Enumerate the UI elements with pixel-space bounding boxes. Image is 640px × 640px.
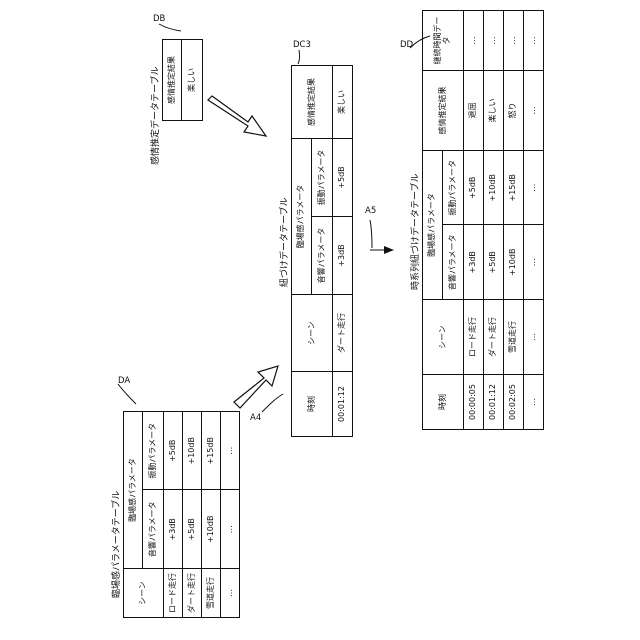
db-leader-line (159, 24, 181, 31)
a4-leader-line (262, 394, 283, 412)
arrow-da-to-dc3 (234, 366, 278, 408)
dd-leader-line (410, 36, 430, 48)
a5-label: A5 (365, 206, 376, 216)
arrow-a5-head (384, 246, 394, 254)
a4-label: A4 (250, 413, 261, 423)
da-leader-line (118, 384, 136, 404)
arrow-db-to-dc3 (208, 96, 266, 136)
a5-leader-line (370, 220, 372, 248)
dc3-leader-line (298, 50, 300, 64)
